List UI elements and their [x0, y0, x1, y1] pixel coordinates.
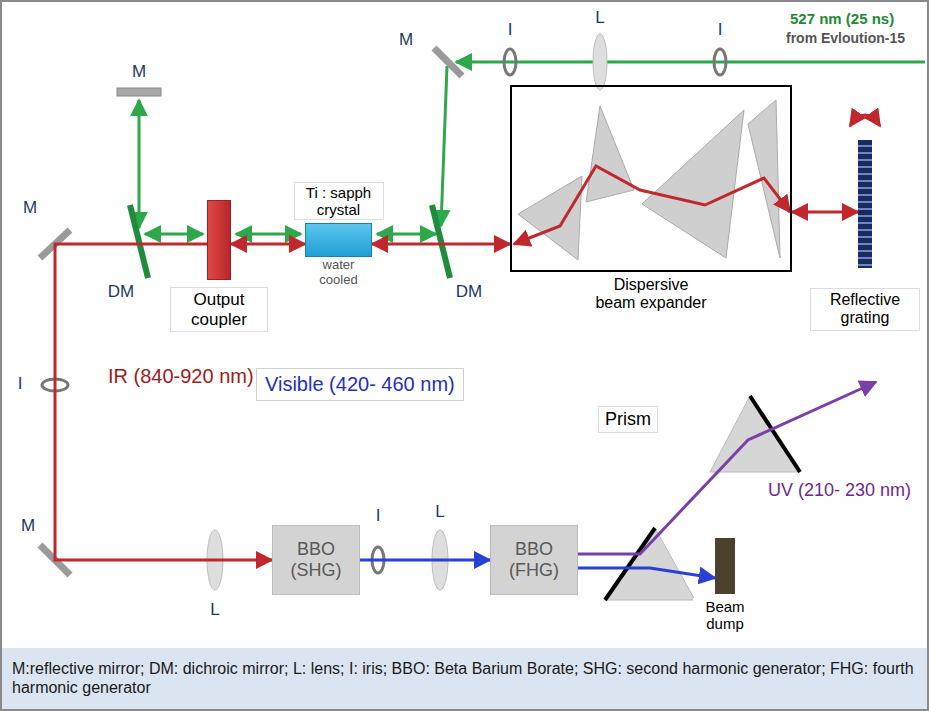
beam-expander-box: Dispersive beam expander	[510, 85, 792, 272]
laser-beam	[514, 166, 790, 244]
part-label: M	[20, 198, 40, 218]
laser-beam	[792, 211, 858, 214]
pump-beam	[377, 233, 436, 236]
node-text: BBO (SHG)	[273, 539, 359, 580]
node-heading: Output coupler	[170, 287, 268, 332]
output-coupler: Output coupler	[207, 200, 231, 280]
iris	[504, 49, 516, 75]
node-heading: Beam dump	[693, 598, 757, 633]
rotation-arrow	[850, 115, 880, 126]
part-label: I	[710, 20, 730, 40]
part-label: L	[207, 600, 223, 620]
bbo-crystal-box: BBO (FHG)	[490, 525, 578, 595]
part-label: M	[18, 516, 38, 536]
laser-beam	[55, 244, 272, 560]
part-label: L	[432, 502, 448, 522]
prism	[605, 528, 695, 600]
crystal-box: Ti : sapph crystalwater cooled	[305, 223, 372, 257]
bbo-crystal-box: BBO (SHG)	[272, 525, 360, 595]
pump-beam	[138, 100, 141, 228]
iris	[714, 49, 726, 75]
expander-prism	[518, 176, 582, 260]
part-label: I	[500, 20, 520, 40]
laser-beam	[578, 568, 715, 578]
mirror	[117, 88, 161, 96]
uv-beam	[566, 382, 876, 554]
laser-beam	[360, 559, 490, 562]
part-label: L	[590, 8, 610, 28]
prism	[710, 396, 800, 472]
dichroic-mirror	[432, 205, 450, 278]
part-label: DM	[452, 282, 486, 302]
node-heading: Reflective grating	[810, 288, 920, 331]
expander-prism	[586, 106, 634, 202]
band-label: IR (840-920 nm)	[108, 365, 254, 388]
part-label: I	[370, 506, 386, 526]
part-label: DM	[104, 282, 138, 302]
expander-prism	[642, 110, 744, 258]
part-label: I	[12, 374, 28, 394]
node-text: M:reflective mirror; DM: dichroic mirror…	[2, 656, 927, 701]
pump-beam	[441, 66, 447, 226]
node-heading: water cooled	[308, 258, 370, 288]
prism-coating	[605, 528, 655, 600]
node-heading: Dispersive beam expander	[594, 276, 708, 313]
pump-beam	[145, 233, 203, 236]
pump-beam	[236, 233, 301, 236]
pump-beam	[456, 61, 925, 64]
part-label: M	[129, 62, 149, 82]
prism-coating	[750, 396, 800, 472]
beam-dump: Beam dump	[715, 538, 735, 594]
band-label: Visible (420- 460 nm)	[256, 368, 464, 401]
laser-beam	[231, 243, 305, 246]
abbreviation-legend: M:reflective mirror; DM: dichroic mirror…	[2, 648, 927, 709]
dichroic-mirror	[130, 205, 148, 278]
source-note: from Evloution-15	[786, 30, 905, 46]
node-text: BBO (FHG)	[491, 539, 577, 580]
reflective-grating: Reflective grating	[858, 140, 872, 268]
wavelength-note: 527 nm (25 ns)	[790, 10, 894, 27]
part-label: Prism	[598, 406, 658, 433]
laser-beam	[372, 243, 510, 246]
node-heading: Ti : sapph crystal	[294, 182, 384, 221]
band-label: UV (210- 230 nm)	[768, 480, 911, 501]
mirror	[434, 48, 462, 76]
lens	[593, 34, 607, 90]
part-label: M	[396, 30, 416, 50]
